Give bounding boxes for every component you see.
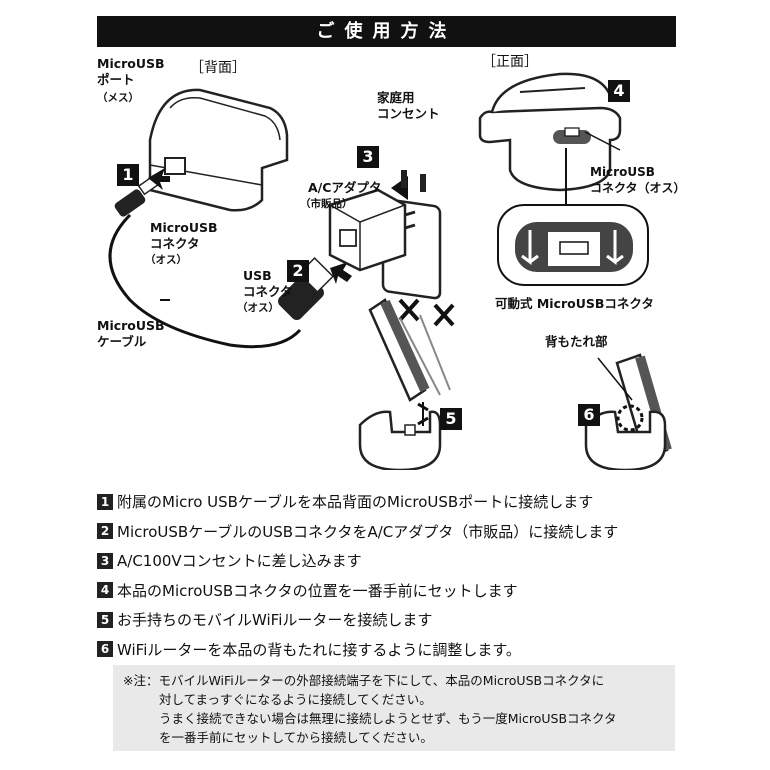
illustration-drawing: [108, 72, 672, 470]
ac-adapter-label: A/Cアダプタ: [308, 180, 382, 195]
home-outlet-label: 家庭用 コンセント: [377, 90, 440, 121]
step-number: 3: [97, 552, 113, 569]
step-badge-4: 4: [608, 80, 630, 102]
front-connector-label: MicroUSB コネクタ（オス）: [590, 165, 686, 195]
caution-note: ※注：モバイルWiFiルーターの外部接続端子を下にして、本品のMicroUSBコ…: [113, 665, 675, 751]
step-badge-3: 3: [357, 146, 379, 168]
ac-adapter-commercial-label: （市販品）: [300, 198, 353, 210]
usage-illustration: MicroUSB ポート （メス） ［背面］ ［正面］ 家庭用 コンセント A/…: [0, 50, 770, 470]
step-text: MicroUSBケーブルのUSBコネクタをA/Cアダプタ（市販品）に接続します: [117, 522, 619, 541]
step-number: 5: [97, 611, 113, 628]
back-view-label: ［背面］: [190, 60, 246, 76]
step-number: 2: [97, 523, 113, 540]
note-line-3: うまく接続できない場合は無理に接続しようとせず、もう一度MicroUSBコネクタ: [159, 711, 617, 726]
backrest-adjust-drawing: [584, 353, 672, 470]
usb-connector-male-label: （オス）: [237, 302, 279, 314]
note-line-4: を一番手前にセットしてから接続してください。: [159, 730, 433, 745]
step-text: 本品のMicroUSBコネクタの位置を一番手前にセットします: [117, 581, 518, 600]
section-title-banner: ご使用方法: [97, 16, 676, 47]
step-badge-2: 2: [287, 260, 309, 282]
step-text: A/C100Vコンセントに差し込みます: [117, 552, 362, 571]
usb-connector-label: USB コネクタ: [243, 268, 293, 299]
microusb-connector-label: MicroUSB コネクタ: [150, 220, 218, 251]
step-text: 附属のMicro USBケーブルを本品背面のMicroUSBポートに接続します: [117, 493, 594, 512]
microusb-connector-male-label: （オス）: [145, 254, 187, 266]
router-insert-drawing: [358, 298, 455, 470]
step-number: 1: [97, 493, 113, 510]
step-badge-5: 5: [440, 408, 462, 430]
front-view-label: ［正面］: [482, 54, 538, 70]
movable-connector-label: 可動式 MicroUSBコネクタ: [495, 296, 654, 311]
backrest-label: 背もたれ部: [545, 334, 608, 349]
note-line-2: 対してまっすぐになるように接続してください。: [159, 692, 432, 707]
step-badge-6: 6: [578, 404, 600, 426]
step-text: お手持ちのモバイルWiFiルーターを接続します: [117, 611, 433, 630]
step-number: 6: [97, 641, 113, 658]
microusb-port-label: MicroUSB ポート: [97, 56, 165, 87]
microusb-port-female-label: （メス）: [97, 92, 139, 104]
step-badge-1: 1: [117, 164, 139, 186]
ac-adapter-drawing: [328, 188, 416, 272]
dock-back-view: [148, 88, 289, 212]
section-title: ご使用方法: [316, 21, 457, 42]
microusb-cable-label: MicroUSB ケーブル: [97, 318, 165, 349]
dock-front-view: [478, 72, 649, 286]
step-number: 4: [97, 582, 113, 599]
note-line-1: ※注：モバイルWiFiルーターの外部接続端子を下にして、本品のMicroUSBコ…: [123, 673, 605, 688]
step-text: WiFiルーターを本品の背もたれに接するように調整します。: [117, 640, 521, 659]
